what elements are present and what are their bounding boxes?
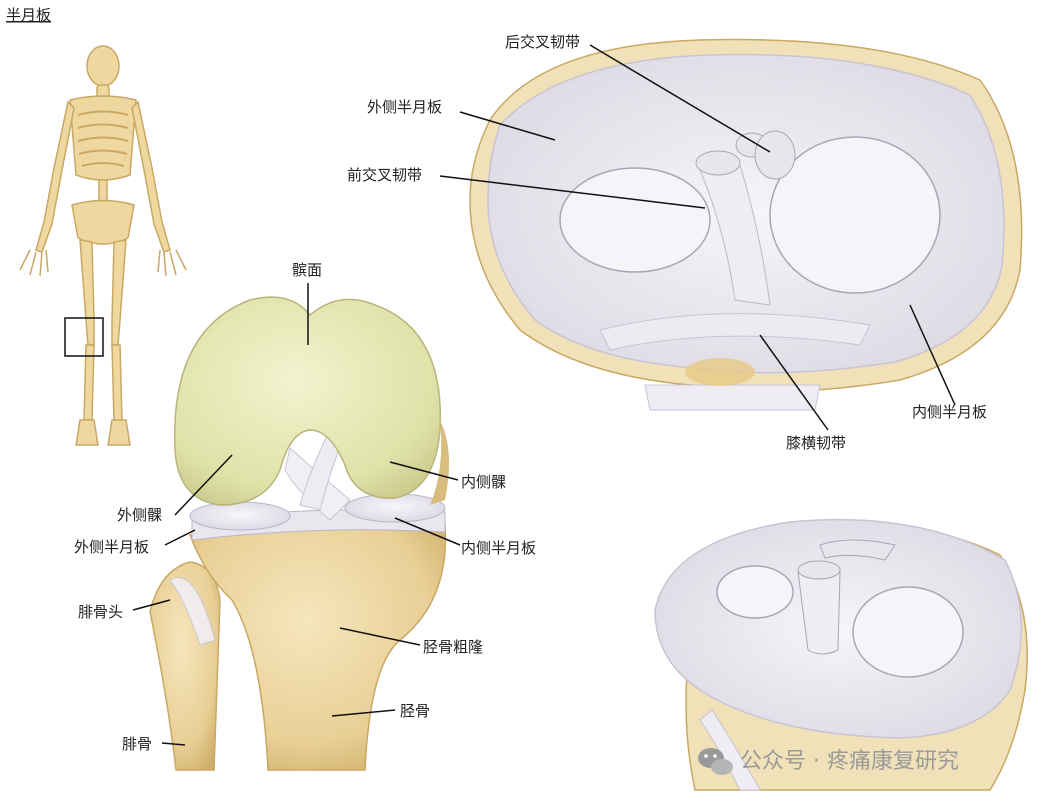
lateral-meniscus-front [189, 501, 291, 531]
label-fibula: 腓骨 [122, 735, 152, 753]
skeleton-illustration [19, 45, 187, 446]
watermark-text: 公众号 · 疼痛康复研究 [740, 749, 959, 774]
knee-highlight-box [64, 317, 104, 357]
label-tibia: 胫骨 [400, 702, 430, 720]
label-transverse-ligament: 膝横韧带 [786, 434, 846, 452]
label-medial-condyle: 内侧髁 [461, 473, 506, 491]
label-lateral-meniscus-front: 外侧半月板 [74, 538, 149, 556]
oblique-lateral-facet [716, 565, 794, 619]
oblique-view-illustration [654, 518, 1028, 791]
lateral-articular-facet [559, 167, 711, 273]
watermark: 公众号 · 疼痛康复研究 [698, 748, 959, 775]
wechat-icon [698, 748, 733, 775]
label-medial-meniscus-top: 内侧半月板 [912, 403, 987, 421]
medial-articular-facet [769, 136, 941, 294]
superior-view-illustration [469, 38, 1023, 411]
tibia-bone [188, 520, 447, 771]
label-pcl: 后交叉韧带 [505, 33, 580, 51]
oblique-medial-facet [852, 586, 964, 678]
page-title: 半月板 [6, 6, 51, 24]
label-acl: 前交叉韧带 [347, 166, 422, 184]
label-lateral-meniscus-top: 外侧半月板 [367, 98, 442, 116]
label-patellar-surface: 髌面 [292, 261, 322, 279]
leader-lines [132, 44, 956, 746]
label-medial-meniscus-front: 内侧半月板 [461, 539, 536, 557]
femur-condyles [173, 296, 442, 506]
front-knee-illustration [149, 296, 449, 771]
label-tibial-tuberosity: 胫骨粗隆 [423, 638, 483, 656]
label-fibular-head: 腓骨头 [78, 603, 123, 621]
label-lateral-condyle: 外侧髁 [117, 506, 162, 524]
